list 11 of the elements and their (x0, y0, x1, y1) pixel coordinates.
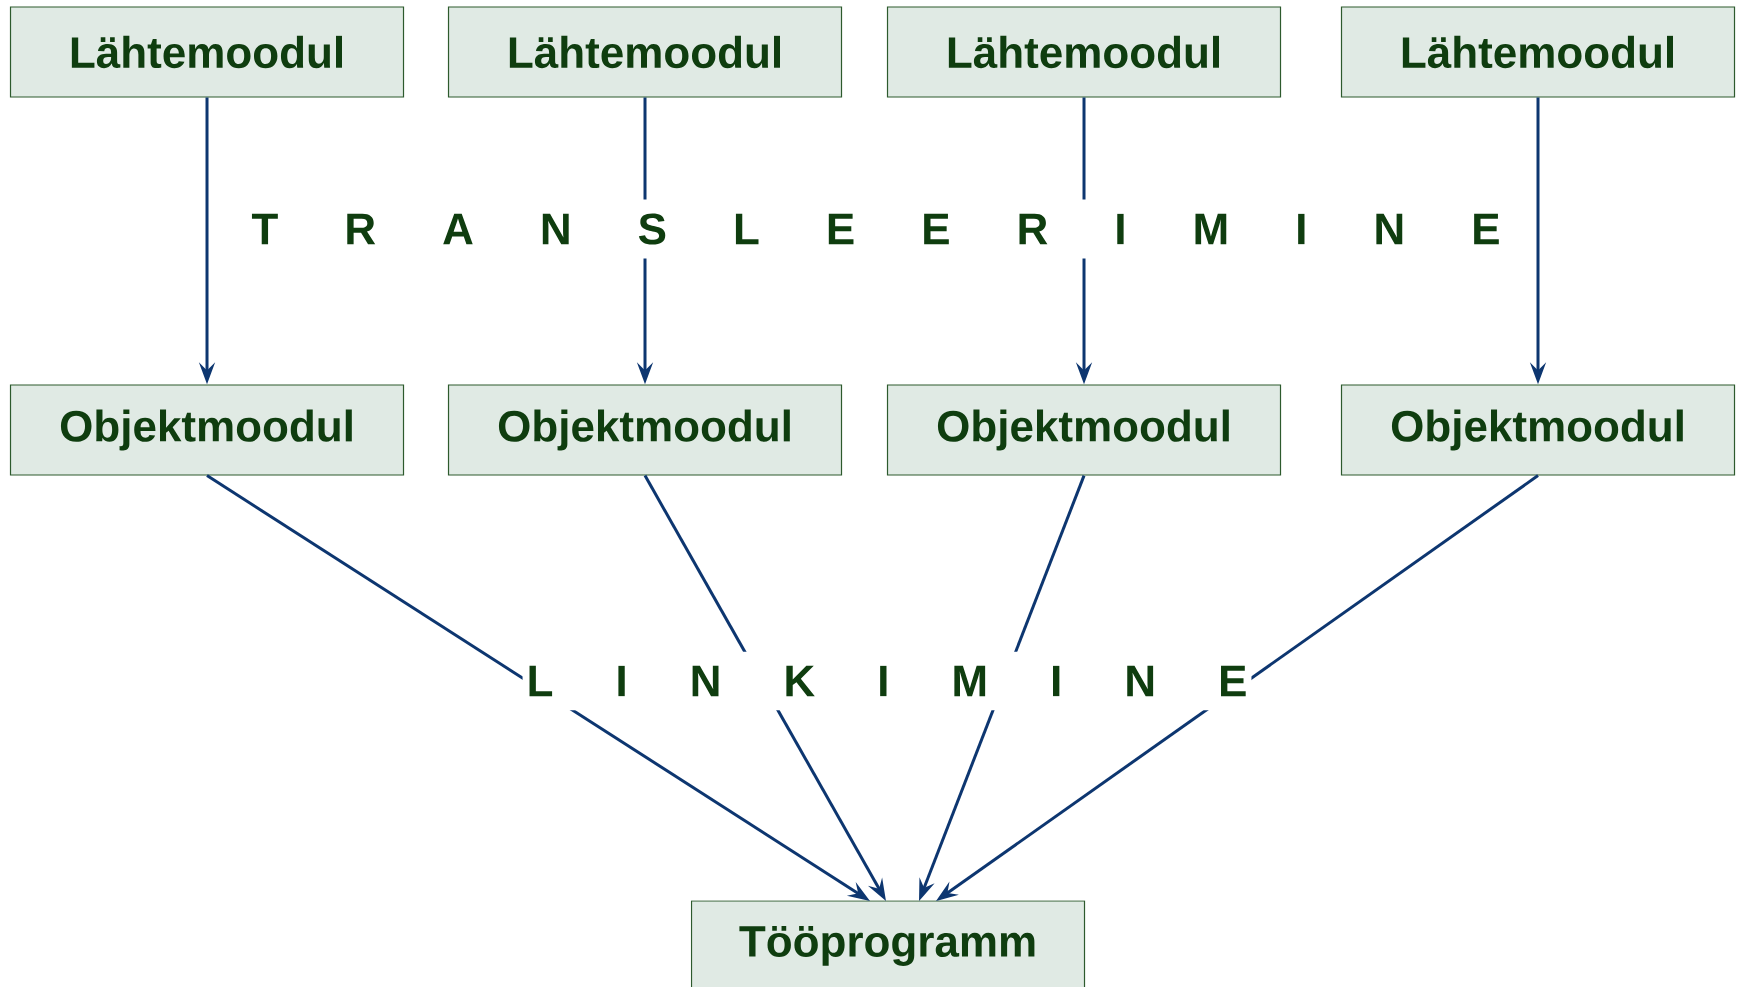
module-box: Objektmoodul (886, 384, 1282, 476)
module-box: Lähtemoodul (1340, 6, 1736, 98)
module-box: Lähtemoodul (9, 6, 405, 98)
module-box: Lähtemoodul (447, 6, 843, 98)
module-box: Tööprogramm (690, 900, 1086, 987)
module-box: Lähtemoodul (886, 6, 1282, 98)
module-box: Objektmoodul (1340, 384, 1736, 476)
stage-label: T R A N S L E E R I M I N E (247, 199, 1505, 259)
module-box: Objektmoodul (447, 384, 843, 476)
module-box: Objektmoodul (9, 384, 405, 476)
stage-label: L I N K I M I N E (522, 651, 1252, 711)
